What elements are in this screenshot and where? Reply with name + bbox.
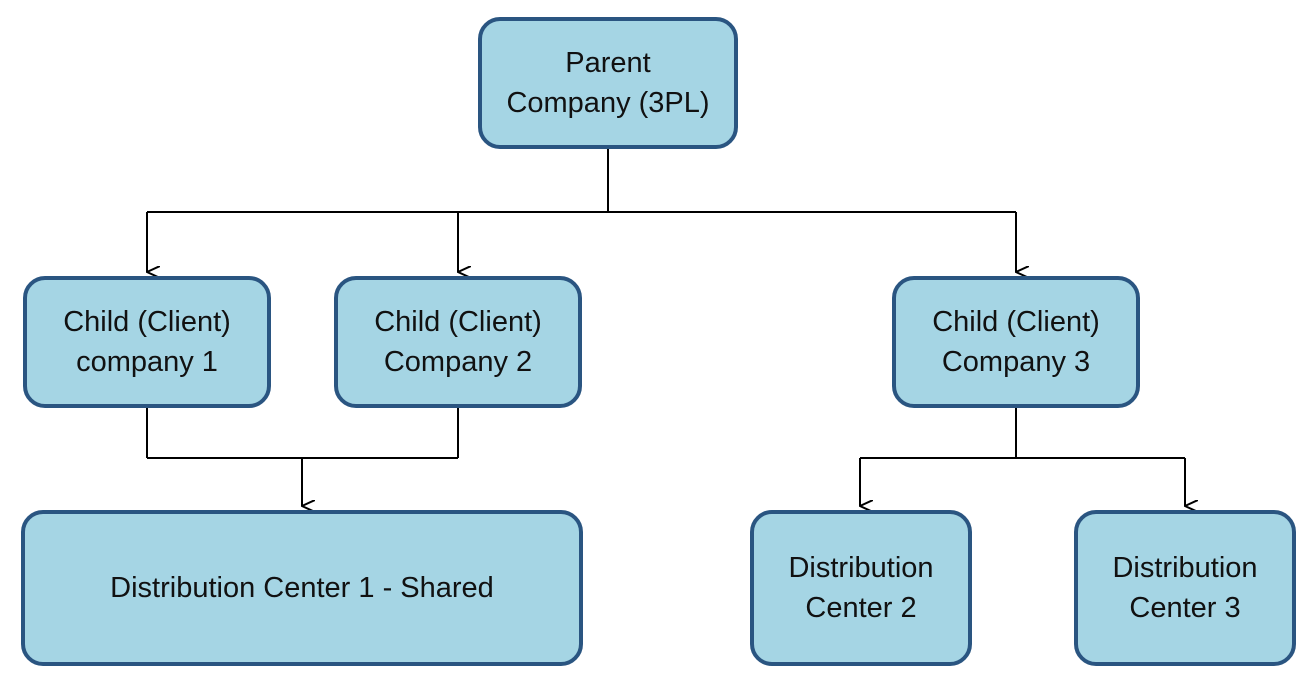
node-distribution-center-1: Distribution Center 1 - Shared	[21, 510, 583, 666]
node-child-company-2: Child (Client) Company 2	[334, 276, 582, 408]
node-distribution-center-2: Distribution Center 2	[750, 510, 972, 666]
node-distribution-center-3-line1: Distribution	[1112, 552, 1258, 584]
node-distribution-center-3: Distribution Center 3	[1074, 510, 1296, 666]
node-parent-company-line2: Company (3PL)	[506, 87, 710, 119]
node-child-company-3-line2: Company 3	[941, 346, 1091, 378]
node-distribution-center-3-line2: Center 3	[1129, 592, 1241, 624]
node-parent-company-line1: Parent	[565, 47, 651, 79]
node-distribution-center-2-line1: Distribution	[788, 552, 934, 584]
node-parent-company: Parent Company (3PL)	[478, 17, 738, 149]
node-distribution-center-1-label: Distribution Center 1 - Shared	[110, 572, 494, 604]
node-child-company-3-line1: Child (Client)	[932, 306, 1100, 338]
node-child-company-2-line1: Child (Client)	[374, 306, 542, 338]
node-child-company-1: Child (Client) company 1	[23, 276, 271, 408]
node-child-company-1-line2: company 1	[76, 346, 218, 378]
node-distribution-center-2-line2: Center 2	[805, 592, 917, 624]
node-child-company-1-line1: Child (Client)	[63, 306, 231, 338]
node-child-company-2-line2: Company 2	[383, 346, 533, 378]
node-child-company-3: Child (Client) Company 3	[892, 276, 1140, 408]
